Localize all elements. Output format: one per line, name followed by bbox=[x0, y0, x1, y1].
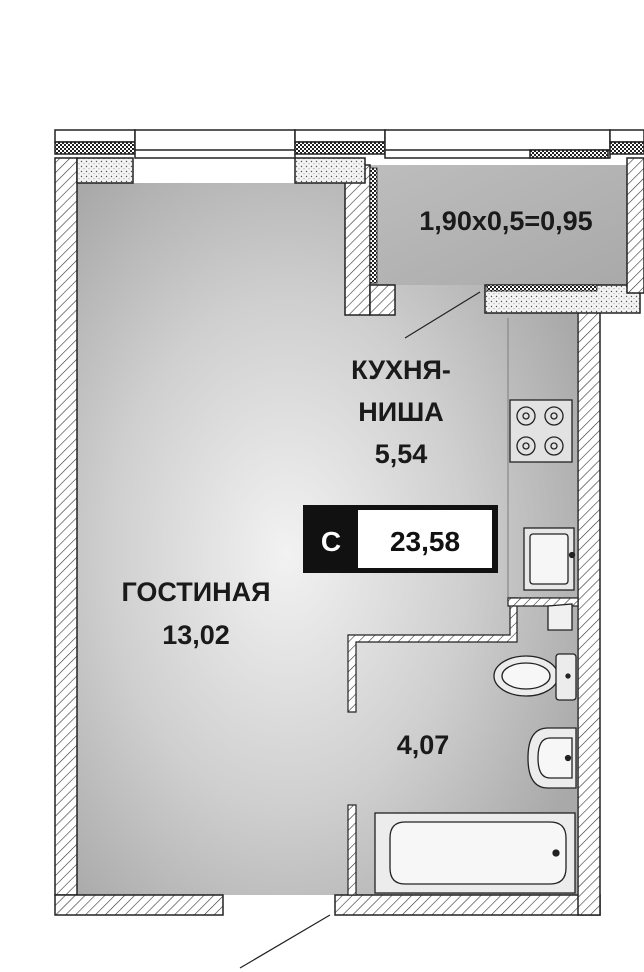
living-room-name-label: ГОСТИНАЯ bbox=[121, 577, 270, 607]
kitchen-name-label-line1: КУХНЯ- bbox=[351, 355, 451, 385]
stove-icon bbox=[509, 399, 573, 463]
balcony-floor bbox=[370, 165, 632, 285]
total-area-value: 23,58 bbox=[390, 526, 460, 557]
apartment-type-letter: С bbox=[321, 526, 341, 557]
windows bbox=[54, 129, 644, 294]
partition-walls bbox=[347, 318, 579, 896]
bathtub-icon bbox=[374, 812, 576, 894]
pointer-lines bbox=[239, 291, 481, 969]
bathroom-area-label: 4,07 bbox=[397, 730, 450, 760]
exterior-walls bbox=[54, 157, 641, 916]
washbasin-icon bbox=[527, 727, 577, 789]
kitchen-name-label-line2: НИША bbox=[358, 397, 444, 427]
washing-machine-icon bbox=[547, 603, 573, 631]
sink-icon bbox=[523, 527, 576, 591]
toilet-icon bbox=[493, 653, 577, 701]
balcony-area-label: 1,90x0,5=0,95 bbox=[419, 206, 592, 236]
kitchen-area-label: 5,54 bbox=[375, 439, 428, 469]
living-room-area-label: 13,02 bbox=[162, 620, 230, 650]
total-area-badge: С 23,58 bbox=[303, 505, 498, 573]
